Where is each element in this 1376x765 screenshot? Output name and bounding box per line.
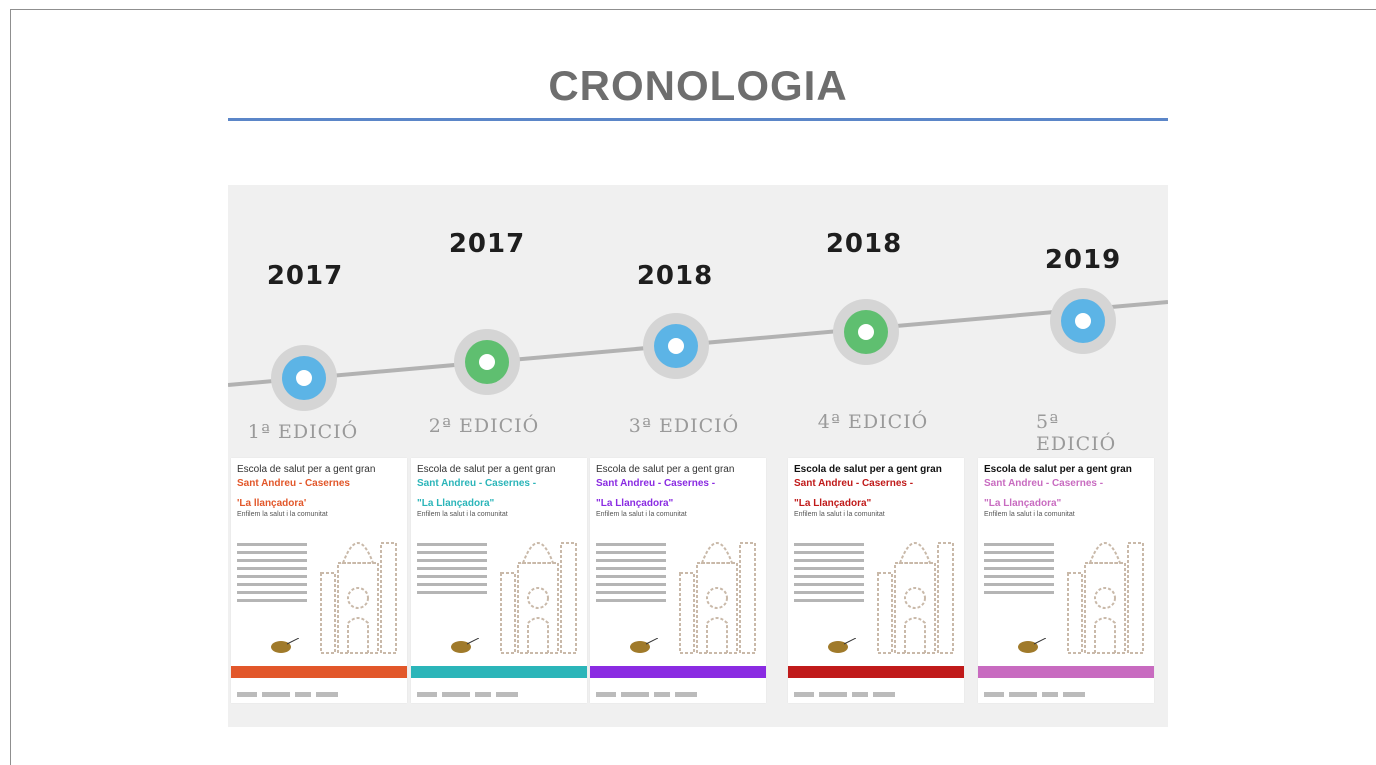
edition-label-5: 5ª EDICIÓ: [1036, 411, 1117, 455]
church-illustration: [320, 542, 397, 654]
slide-frame: [10, 9, 1376, 765]
poster-tagline-2: Enfilem la salut i la comunitat: [417, 511, 508, 518]
timeline-node-5: [1050, 288, 1116, 354]
church-illustration: [877, 542, 954, 654]
timeline-node-4: [833, 299, 899, 365]
poster-edition-4: Escola de salut per a gent gran Sant And…: [788, 458, 964, 703]
poster-text-lines: [984, 538, 1054, 599]
year-label-1: 2017: [266, 261, 344, 291]
poster-tagline: "La Llançadora": [596, 498, 674, 509]
timeline-node-3: [643, 313, 709, 379]
poster-color-bar: [788, 666, 964, 678]
poster-heading: Escola de salut per a gent gran: [596, 464, 735, 475]
poster-tagline-2: Enfilem la salut i la comunitat: [596, 511, 687, 518]
year-label-3: 2018: [636, 261, 714, 291]
shuttle-icon: [1018, 638, 1046, 653]
poster-color-bar: [231, 666, 407, 678]
timeline-graphic: [228, 288, 1168, 411]
poster-tagline-2: Enfilem la salut i la comunitat: [794, 511, 885, 518]
edition-label-4: 4ª EDICIÓ: [817, 411, 929, 433]
slide-title: CRONOLOGIA: [548, 62, 848, 109]
poster-edition-3: Escola de salut per a gent gran Sant And…: [590, 458, 766, 703]
poster-heading: Escola de salut per a gent gran: [984, 464, 1132, 475]
year-label-2: 2017: [448, 229, 526, 259]
year-label-4: 2018: [825, 229, 903, 259]
poster-subtitle: Sant Andreu - Casernes: [237, 478, 350, 489]
church-illustration: [1067, 542, 1144, 654]
poster-subtitle: Sant Andreu - Casernes -: [596, 478, 716, 489]
poster-heading: Escola de salut per a gent gran: [237, 464, 376, 475]
poster-text-lines: [237, 538, 307, 607]
poster-text-lines: [417, 538, 487, 599]
poster-tagline: 'La llançadora': [237, 498, 307, 509]
poster-logos: [596, 684, 760, 697]
timeline-panel: 2017 2017 2018 2018 2019 1ª EDICIÓ 2ª ED…: [228, 185, 1168, 727]
shuttle-icon: [451, 638, 479, 653]
poster-color-bar: [411, 666, 587, 678]
church-illustration: [500, 542, 577, 654]
edition-label-2: 2ª EDICIÓ: [428, 415, 540, 437]
poster-edition-5: Escola de salut per a gent gran Sant And…: [978, 458, 1154, 703]
title-underline: [228, 118, 1168, 121]
poster-heading: Escola de salut per a gent gran: [794, 464, 942, 475]
shuttle-icon: [271, 638, 299, 653]
poster-subtitle: Sant Andreu - Casernes -: [984, 478, 1104, 489]
poster-edition-1: Escola de salut per a gent gran Sant And…: [231, 458, 407, 703]
poster-tagline: "La Llançadora": [794, 498, 872, 509]
edition-label-3: 3ª EDICIÓ: [628, 415, 740, 437]
edition-label-1: 1ª EDICIÓ: [247, 421, 359, 443]
year-label-5: 2019: [1044, 245, 1122, 275]
poster-logos: [984, 684, 1148, 697]
poster-subtitle: Sant Andreu - Casernes -: [794, 478, 914, 489]
poster-edition-2: Escola de salut per a gent gran Sant And…: [411, 458, 587, 703]
poster-color-bar: [978, 666, 1154, 678]
timeline-node-1: [271, 345, 337, 411]
poster-text-lines: [596, 538, 666, 607]
poster-subtitle: Sant Andreu - Casernes -: [417, 478, 537, 489]
shuttle-icon: [630, 638, 658, 653]
poster-tagline-2: Enfilem la salut i la comunitat: [984, 511, 1075, 518]
poster-logos: [417, 684, 581, 697]
poster-tagline-2: Enfilem la salut i la comunitat: [237, 511, 328, 518]
shuttle-icon: [828, 638, 856, 653]
church-illustration: [679, 542, 756, 654]
poster-heading: Escola de salut per a gent gran: [417, 464, 556, 475]
poster-tagline: "La Llançadora": [984, 498, 1062, 509]
poster-logos: [237, 684, 401, 697]
poster-text-lines: [794, 538, 864, 607]
poster-tagline: "La Llançadora": [417, 498, 495, 509]
poster-logos: [794, 684, 958, 697]
poster-color-bar: [590, 666, 766, 678]
timeline-node-2: [454, 329, 520, 395]
